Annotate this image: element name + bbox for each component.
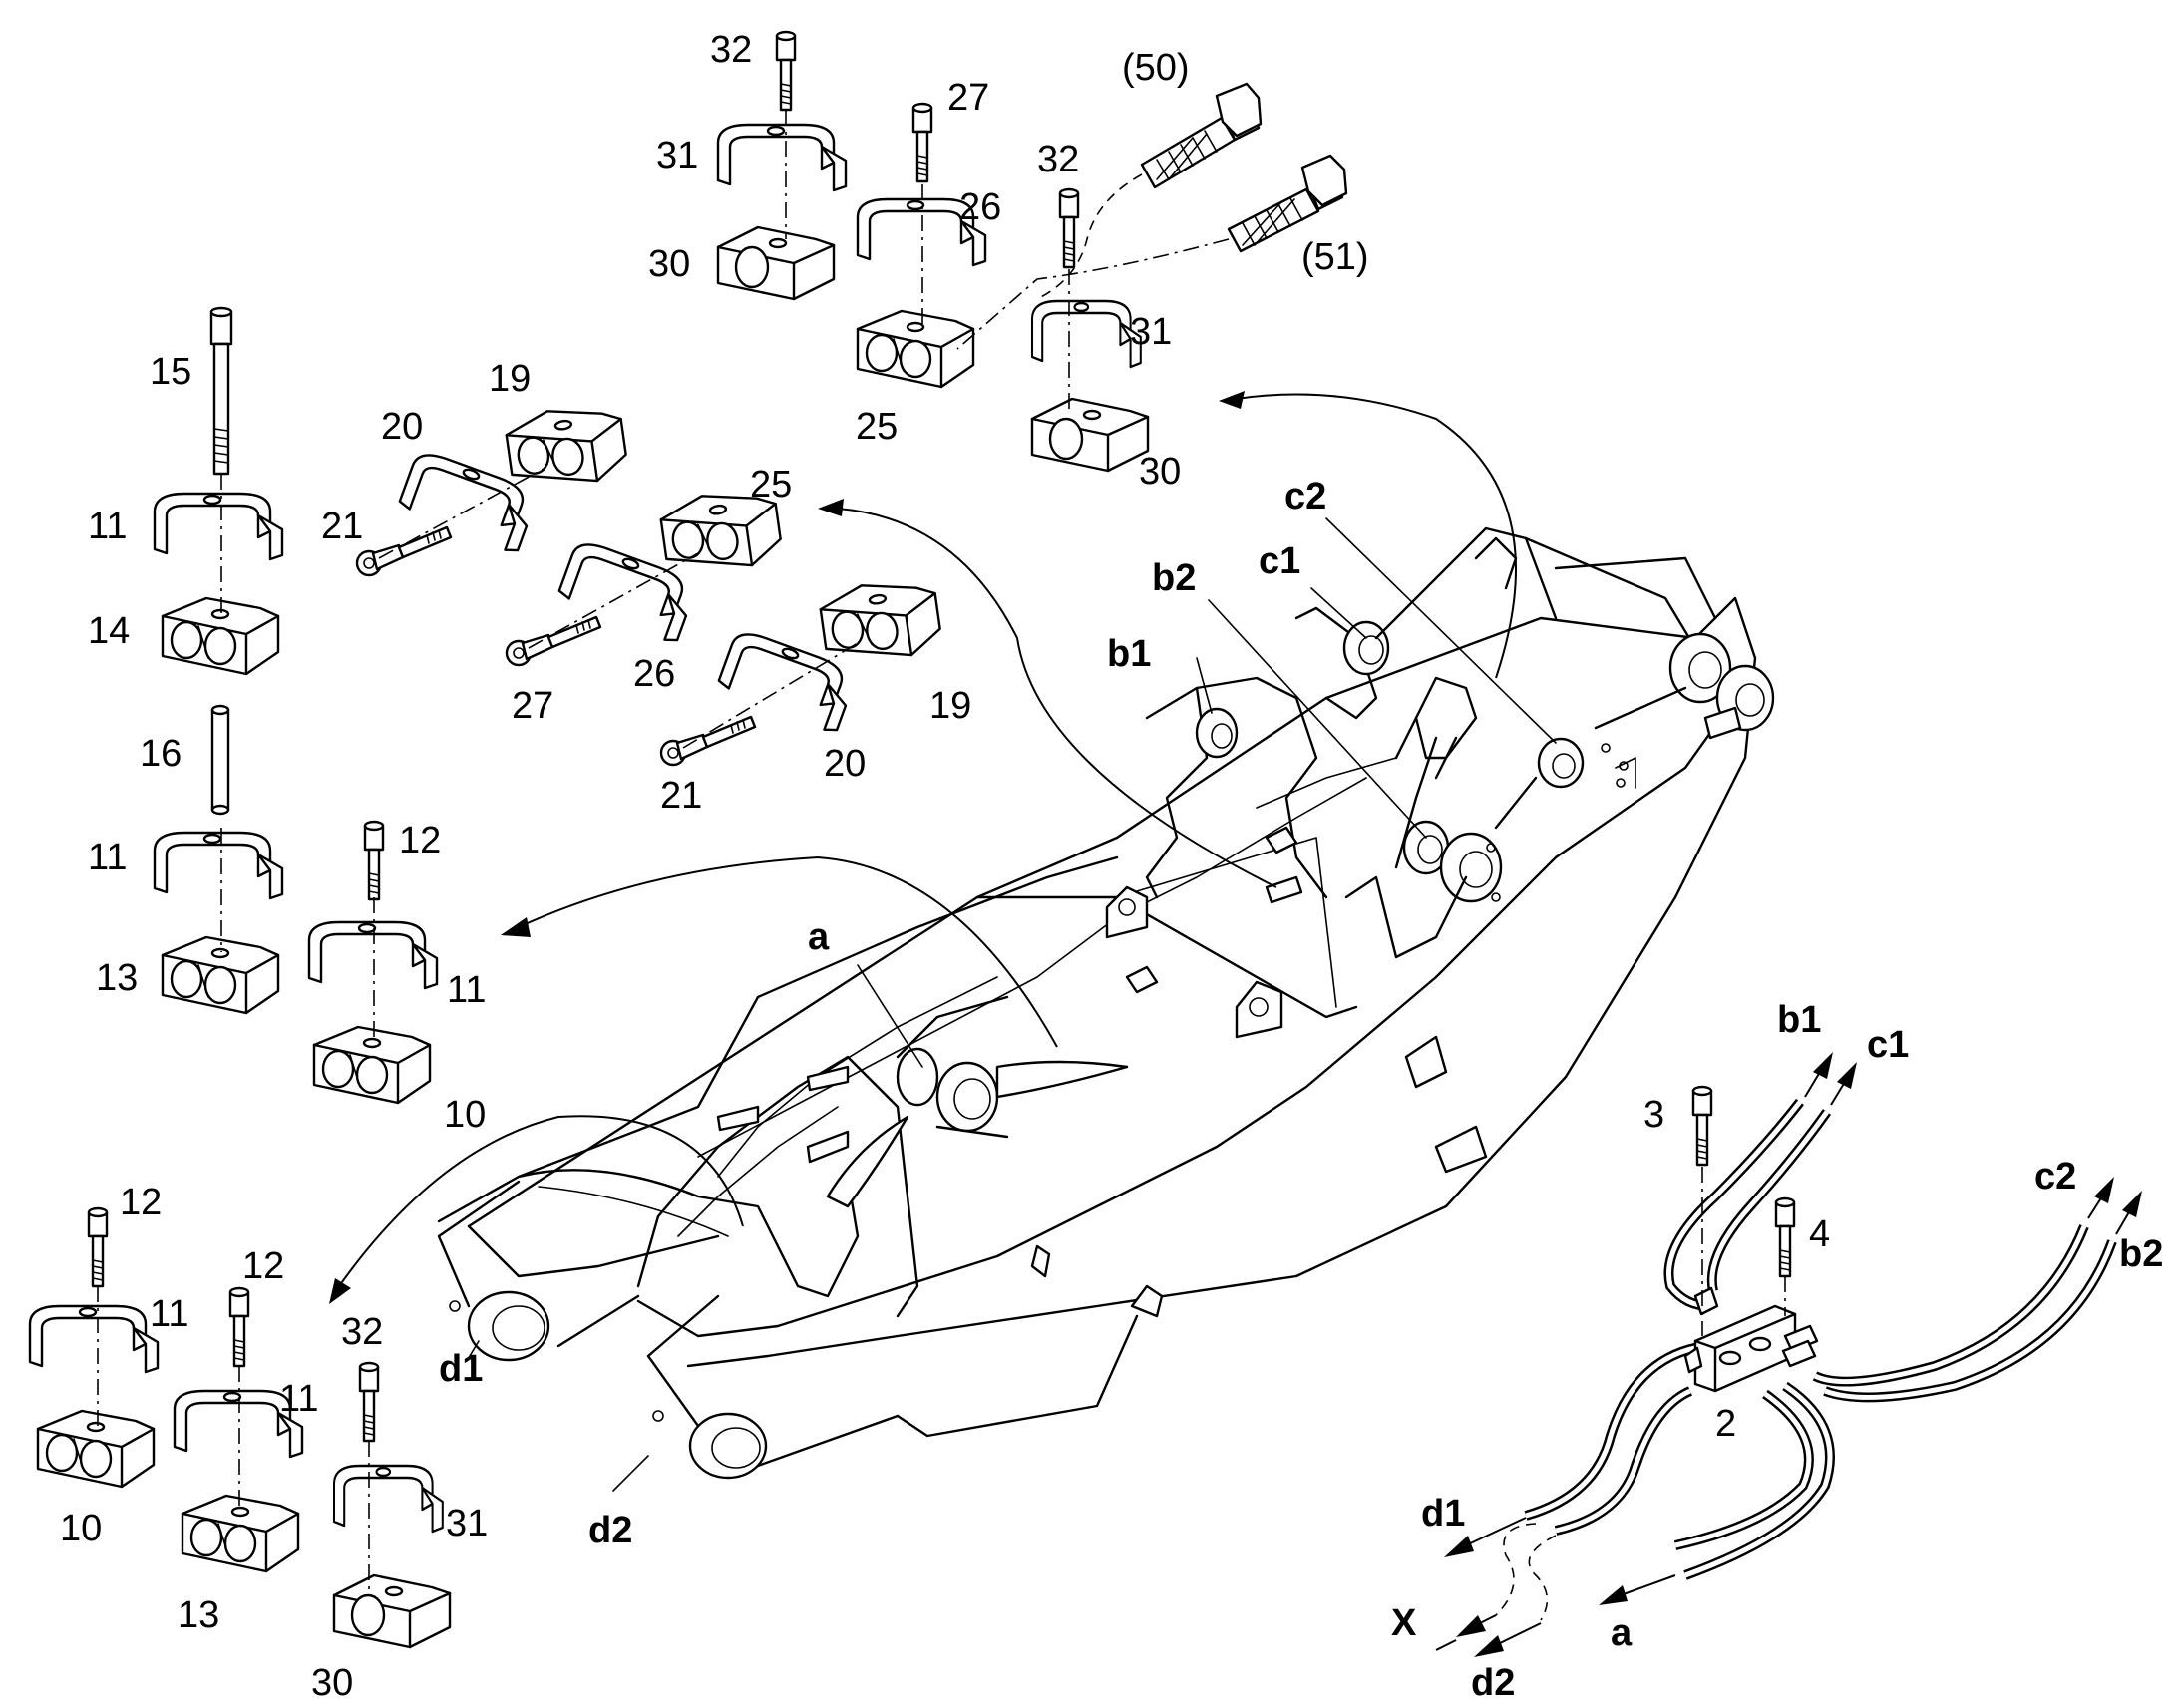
- hose-end-b2: b2: [2119, 1233, 2163, 1275]
- hose-valve-assembly: [1435, 1052, 2142, 1657]
- clamp-set-left-column: [153, 306, 284, 1015]
- label-19b: 19: [929, 685, 971, 727]
- label-11b: 11: [88, 837, 127, 878]
- label-26b: 26: [633, 653, 675, 695]
- label-21b: 21: [660, 775, 702, 817]
- label-31a: 31: [656, 135, 698, 176]
- hose-end-c2: c2: [2034, 1156, 2076, 1197]
- label-11a: 11: [88, 506, 127, 547]
- label-14: 14: [88, 610, 130, 652]
- label-12a: 12: [399, 820, 441, 861]
- hose-lines: [1524, 1098, 2117, 1580]
- clamp-set-mid-3: [659, 574, 944, 767]
- label-32b: 32: [1037, 139, 1079, 180]
- flow-arrows: [1435, 1052, 2142, 1657]
- label-30b: 30: [1139, 451, 1181, 493]
- label-12c: 12: [242, 1245, 284, 1287]
- point-b1: b1: [1107, 633, 1151, 675]
- label-32c: 32: [341, 1311, 383, 1353]
- point-b2: b2: [1152, 557, 1196, 599]
- label-15: 15: [150, 351, 191, 393]
- label-31b: 31: [1130, 311, 1172, 353]
- label-11e: 11: [279, 1378, 318, 1420]
- clamp-set-top-right: [1030, 187, 1150, 473]
- label-4: 4: [1809, 1213, 1830, 1255]
- label-21a: 21: [321, 506, 363, 547]
- point-leaders: [466, 517, 1557, 1492]
- label-13a: 13: [96, 957, 138, 999]
- connection-point-labels: a b1 b2 c1 c2 d1 d2 b1 c1 c2 b2 d1 X d2 …: [439, 476, 2163, 1704]
- label-32a: 32: [710, 29, 752, 71]
- part-number-labels: 32 31 30 27 26 25 32 31 30 (50) (51) 15 …: [60, 29, 1830, 1704]
- label-13b: 13: [178, 1594, 219, 1636]
- label-10a: 10: [444, 1094, 486, 1136]
- label-16: 16: [140, 733, 182, 775]
- label-12b: 12: [120, 1182, 162, 1223]
- label-27a: 27: [947, 77, 989, 119]
- label-11d: 11: [150, 1293, 188, 1335]
- clamp-set-bottom-1: [28, 1206, 160, 1489]
- label-19a: 19: [489, 358, 531, 400]
- label-50: (50): [1122, 47, 1190, 89]
- hose-end-x: X: [1391, 1602, 1417, 1644]
- hose-end-b1: b1: [1777, 999, 1821, 1041]
- point-d2: d2: [588, 1510, 632, 1551]
- label-25a: 25: [856, 406, 898, 448]
- clamp-set-top-left: [716, 30, 848, 301]
- routing-arrows: [329, 391, 1517, 1304]
- hose-end-a: a: [1611, 1612, 1633, 1654]
- clamp-set-bottom-3: [332, 1361, 452, 1649]
- label-20a: 20: [381, 406, 423, 448]
- point-c1: c1: [1259, 540, 1300, 582]
- label-30c: 30: [311, 1662, 353, 1704]
- label-3: 3: [1643, 1094, 1664, 1136]
- label-30a: 30: [648, 243, 690, 285]
- point-c2: c2: [1284, 476, 1326, 517]
- point-d1: d1: [439, 1348, 483, 1390]
- label-51: (51): [1301, 236, 1369, 278]
- hose-end-d1: d1: [1421, 1493, 1465, 1535]
- label-11c: 11: [447, 969, 486, 1011]
- clamp-set-mid-1: [355, 400, 630, 577]
- valve-block: [1683, 1286, 1819, 1393]
- clamp-set-left-12-11-10: [307, 820, 439, 1105]
- hose-end-c1: c1: [1867, 1024, 1909, 1066]
- hose-end-d2: d2: [1471, 1662, 1515, 1704]
- label-26a: 26: [959, 186, 1001, 228]
- label-20b: 20: [824, 743, 866, 785]
- label-31c: 31: [446, 1503, 488, 1544]
- boom-arm: [437, 526, 1775, 1480]
- label-25b: 25: [750, 464, 792, 506]
- point-a: a: [808, 916, 830, 958]
- hose-fittings: [956, 82, 1348, 350]
- clamp-set-top-middle: [856, 102, 987, 389]
- clamp-set-bottom-2: [173, 1286, 304, 1573]
- label-10b: 10: [60, 1508, 102, 1549]
- label-2: 2: [1715, 1403, 1736, 1445]
- clamp-set-mid-2: [505, 485, 785, 667]
- label-27b: 27: [512, 685, 553, 727]
